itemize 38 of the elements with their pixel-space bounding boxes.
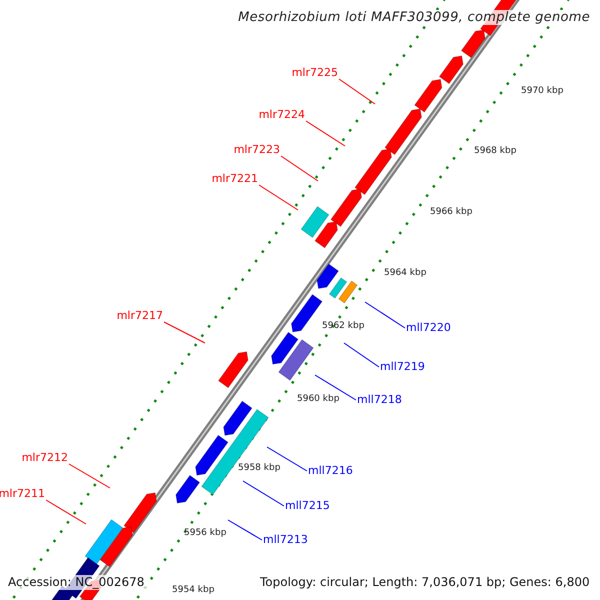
leader-line [280, 156, 318, 182]
gene-label: mlr7211 [0, 487, 45, 501]
scale-label: 5970 kbp [521, 86, 564, 97]
genome-info-text: Topology: circular; Length: 7,036,071 bp; Genes: 6,800 [258, 575, 592, 590]
leader-line [258, 184, 298, 210]
gene-label: mll7218 [357, 393, 402, 407]
scale-label: 5958 kbp [238, 463, 280, 474]
gene-label: mll7219 [380, 360, 425, 374]
leader-line [364, 302, 406, 328]
leader-line [314, 374, 356, 400]
leader-line [242, 480, 284, 506]
gene-label: mlr7223 [234, 143, 280, 157]
leader-line [306, 120, 346, 146]
gene-label: mll7220 [406, 321, 451, 335]
leader-line [68, 464, 110, 488]
leader-line [46, 500, 86, 524]
scale-label: 5960 kbp [297, 394, 340, 405]
gene-label: mlr7221 [212, 172, 258, 186]
gene-label: mll7215 [285, 499, 330, 513]
leader-line [344, 342, 380, 368]
scale-label: 5956 kbp [184, 528, 226, 539]
gene-label: mlr7217 [116, 309, 163, 323]
leader-line [338, 78, 376, 104]
scale-label: 5968 kbp [474, 146, 516, 157]
scale-label: 5964 kbp [384, 268, 426, 279]
gene-label: mlr7225 [292, 66, 338, 80]
gene-label: mlr7224 [258, 108, 305, 122]
leader-line [164, 322, 206, 344]
gene-label: mlr7212 [22, 451, 68, 465]
scale-label: 5962 kbp [322, 321, 364, 332]
leader-line [228, 520, 262, 540]
leader-line [266, 446, 308, 472]
accession-text: Accession: NC_002678 [6, 575, 146, 590]
gene-label: mll7216 [308, 464, 353, 478]
gene-label: mll7213 [263, 533, 308, 547]
map-title: Mesorhizobium loti MAFF303099, complete genome [237, 9, 590, 26]
scale-label: 5954 kbp [172, 585, 214, 596]
scale-label: 5966 kbp [430, 207, 472, 218]
